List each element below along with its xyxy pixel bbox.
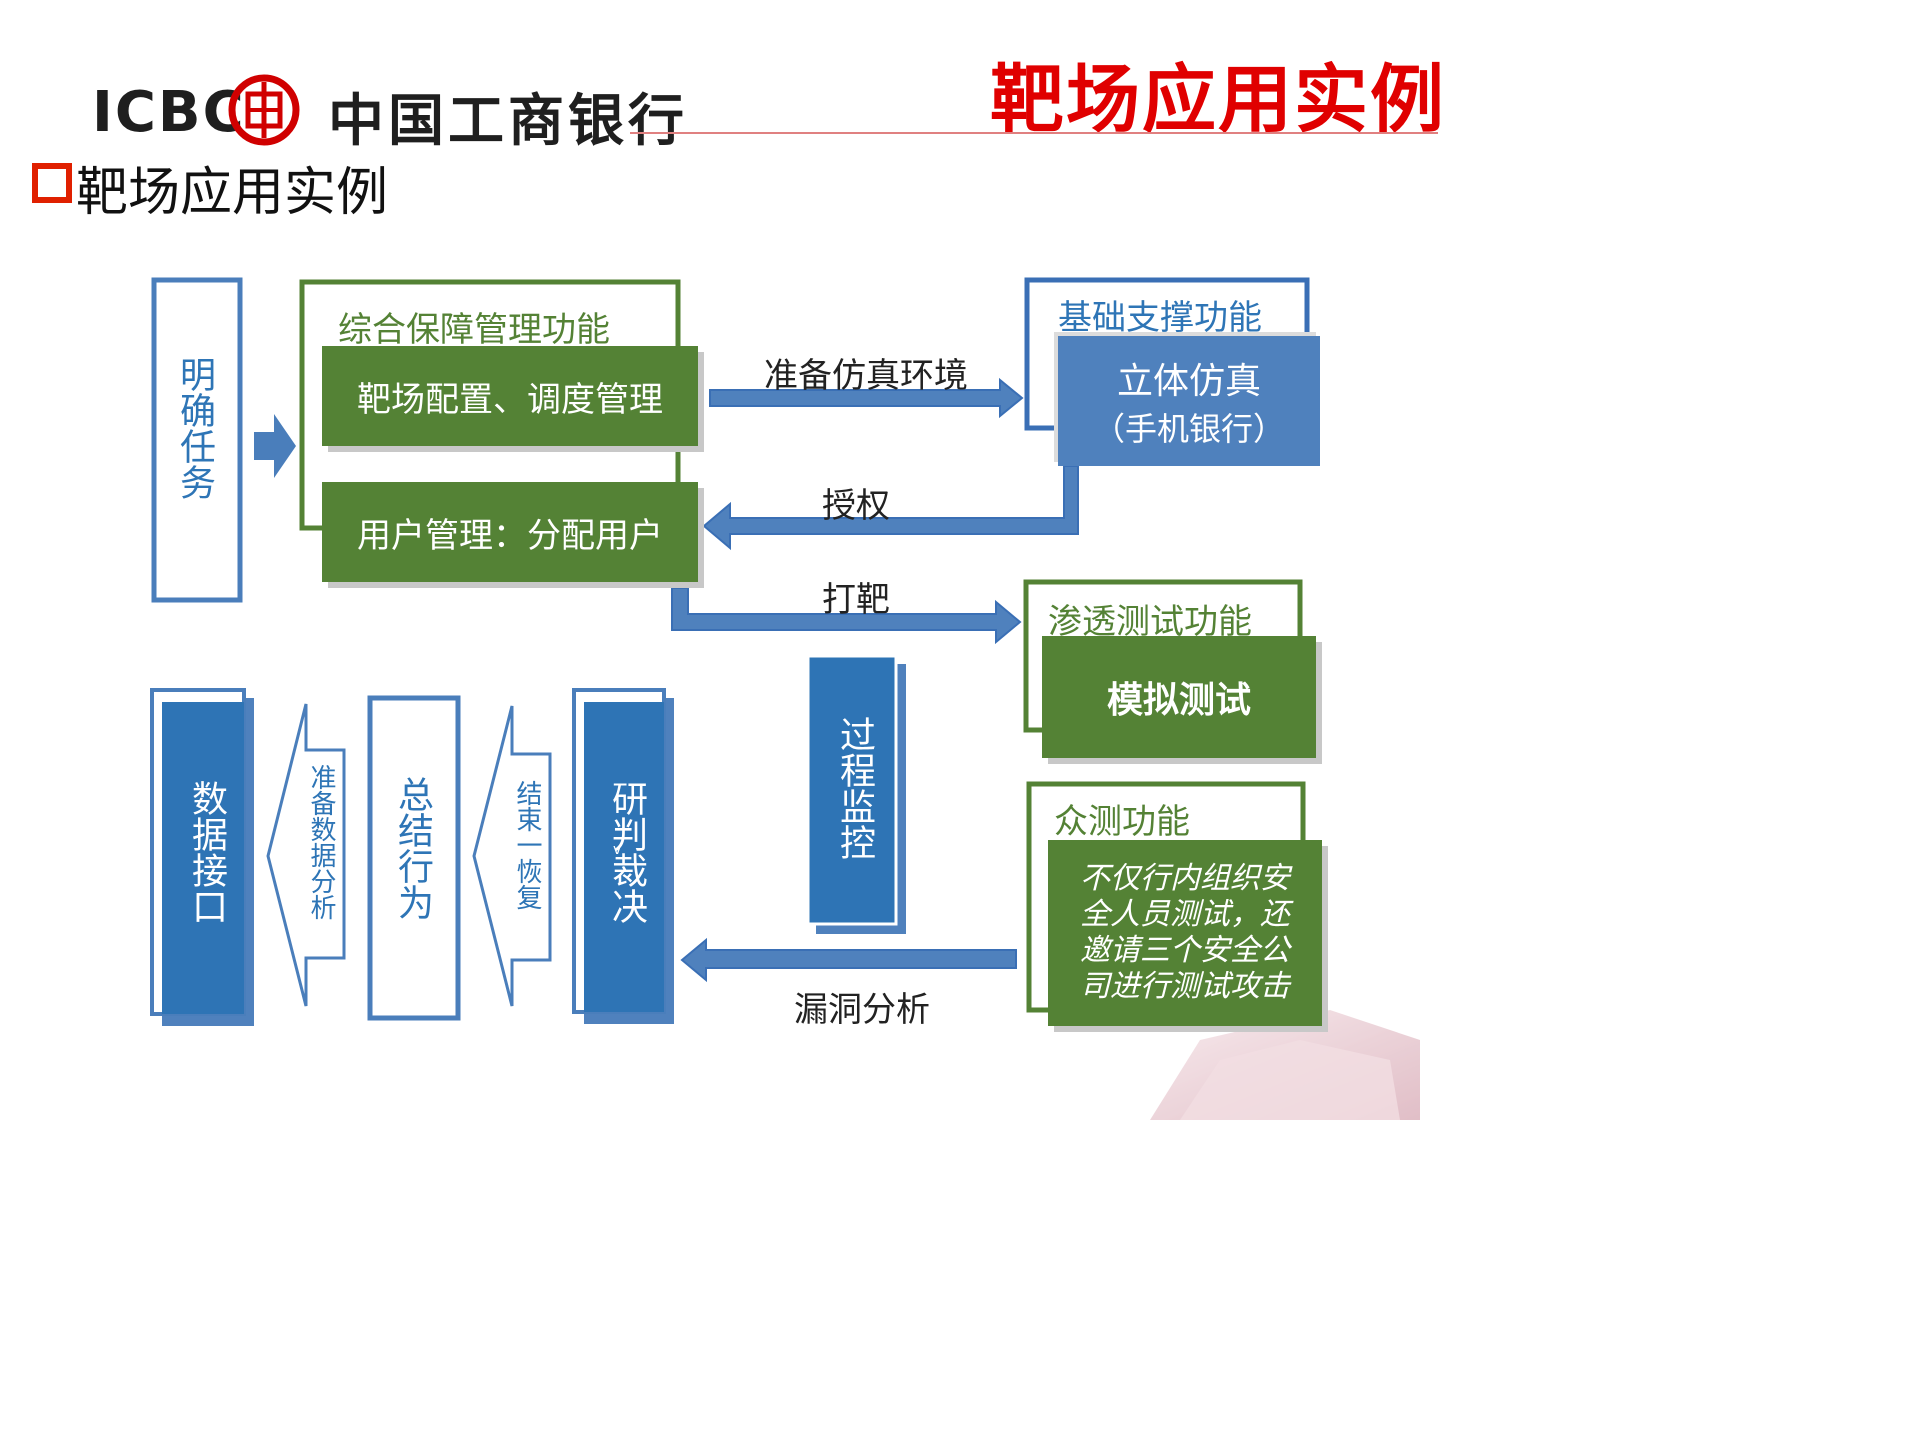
task-label: 明确任务 xyxy=(174,356,215,500)
guarantee-item-config-label: 靶场配置、调度管理 xyxy=(357,379,663,420)
summarize-label: 总结行为 xyxy=(392,776,433,920)
authorize-label: 授权 xyxy=(822,486,890,526)
support-inner-line1: 立体仿真 xyxy=(1116,361,1261,402)
pentest-title: 渗透测试功能 xyxy=(1048,602,1252,642)
title-right: 靶场应用实例 xyxy=(990,57,1446,143)
task-arrow-icon xyxy=(254,414,296,478)
prepare-data-label: 准备数据分析 xyxy=(306,764,336,920)
prepare-data-arrow-icon xyxy=(266,703,346,1007)
authorize-arrow-icon xyxy=(702,465,1079,551)
vuln-arrow-icon xyxy=(680,937,1017,983)
summarize-box xyxy=(367,695,461,1021)
logo-cn: 中国工商银行 xyxy=(328,89,688,154)
end-recover-label: 结束一恢复 xyxy=(512,780,542,910)
pentest-inner: 模拟测试 xyxy=(1042,636,1316,758)
guarantee-title: 综合保障管理功能 xyxy=(338,310,610,350)
header-rule xyxy=(630,132,1438,134)
data-interface-label: 数据接口 xyxy=(186,780,227,924)
end-recover-arrow-icon xyxy=(472,705,552,1007)
subtitle-bullet-icon xyxy=(32,163,72,203)
data-interface-box xyxy=(162,702,244,1014)
task-box xyxy=(151,277,243,603)
guarantee-item-users-label: 用户管理：分配用户 xyxy=(357,515,663,556)
prepare-env-label: 准备仿真环境 xyxy=(764,356,968,396)
pentest-inner-label: 模拟测试 xyxy=(1106,680,1251,721)
judge-mark: v xyxy=(613,842,622,858)
vuln-analysis-label: 漏洞分析 xyxy=(794,990,930,1030)
crowd-title: 众测功能 xyxy=(1054,802,1190,842)
monitor-label: 过程监控 xyxy=(834,716,875,860)
attack-arrow-icon xyxy=(671,587,1022,645)
support-inner-line2: （手机银行） xyxy=(1092,410,1285,448)
support-title: 基础支撑功能 xyxy=(1058,298,1262,338)
guarantee-item-config: 靶场配置、调度管理 xyxy=(322,346,698,446)
subtitle: 靶场应用实例 xyxy=(76,163,389,223)
prepare-env-arrow-icon xyxy=(709,377,1024,419)
attack-label: 打靶 xyxy=(822,580,890,620)
crowd-inner-label: 不仅行内组织安全人员测试，还邀请三个安全公司进行测试攻击 xyxy=(1080,861,1290,1004)
guarantee-item-users: 用户管理：分配用户 xyxy=(322,482,698,582)
judge-box xyxy=(584,702,664,1012)
building-image xyxy=(1150,1010,1420,1120)
support-inner: 立体仿真 （手机银行） xyxy=(1058,336,1320,466)
judge-label: 研判裁决 xyxy=(606,780,647,924)
crowd-inner: 不仅行内组织安全人员测试，还邀请三个安全公司进行测试攻击 xyxy=(1048,840,1322,1026)
monitor-box xyxy=(806,654,898,926)
logo-latin: ICBC xyxy=(92,80,246,145)
icbc-seal-icon xyxy=(228,74,300,146)
